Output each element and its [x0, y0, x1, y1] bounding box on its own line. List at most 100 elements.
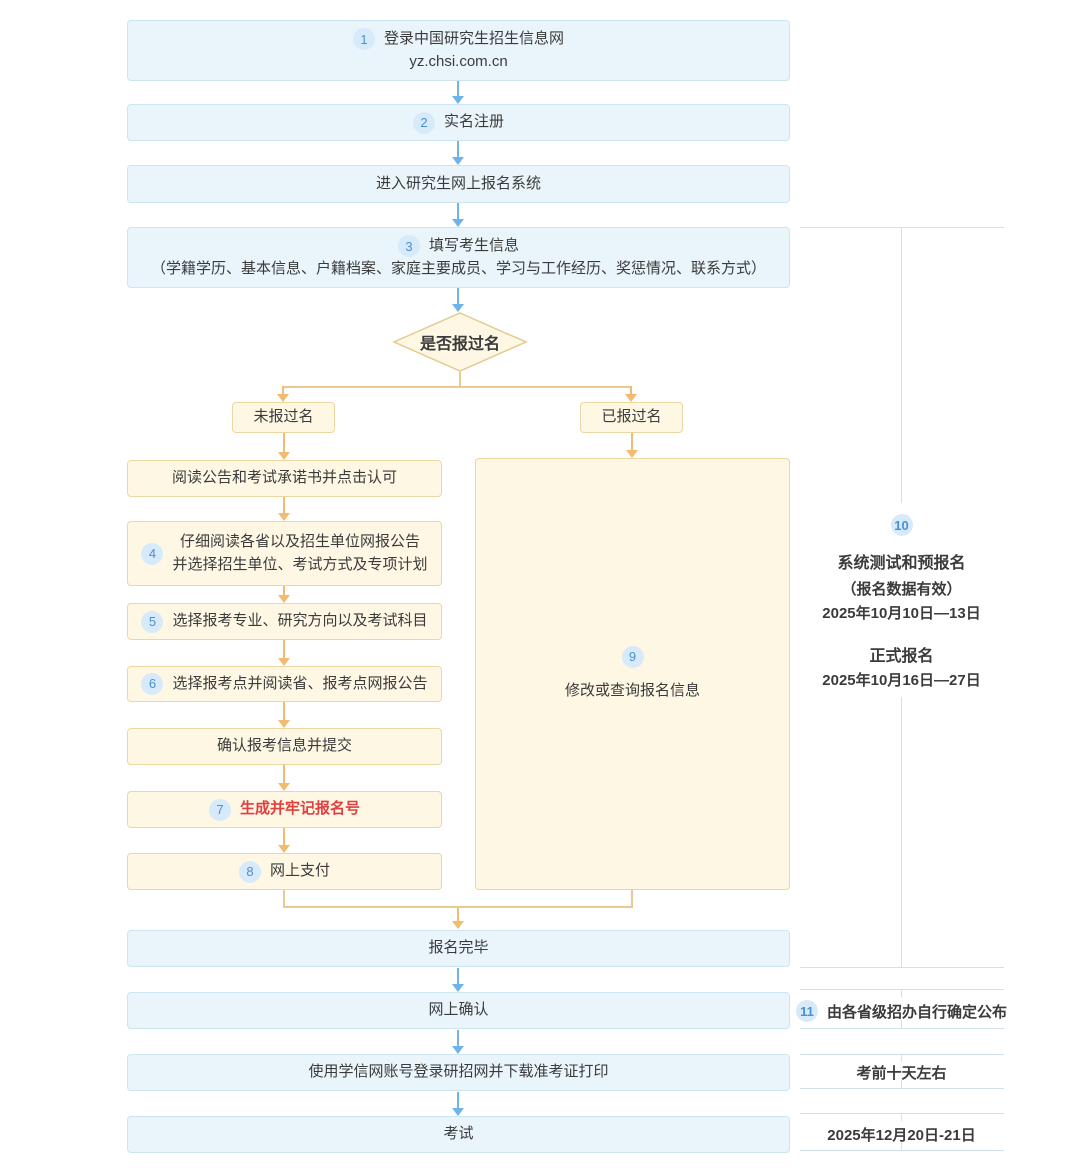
bracket-tick	[901, 989, 902, 997]
step-online-confirm-box: 网上确认	[127, 992, 790, 1029]
flow-arrow	[452, 908, 464, 929]
bracket-line	[800, 1150, 1004, 1151]
bracket-tick	[901, 1020, 902, 1028]
annotation-before-exam-label: 考前十天左右	[856, 1065, 947, 1082]
annotation-official-registration-title: 正式报名	[869, 648, 934, 665]
step-login-label: 登录中国研究生招生信息网	[383, 30, 564, 47]
flow-arrow	[452, 1030, 464, 1054]
branch-not-registered-box: 未报过名	[232, 402, 335, 433]
step-exam-label: 考试	[443, 1125, 474, 1143]
step-read-province-line1: 仔细阅读各省以及招生单位网报公告	[179, 533, 420, 550]
step-download-ticket-box: 使用学信网账号登录研招网并下载准考证打印	[127, 1054, 790, 1091]
step-download-ticket-label: 使用学信网账号登录研招网并下载准考证打印	[308, 1063, 609, 1081]
flow-arrow	[278, 586, 290, 603]
bracket-line	[901, 697, 902, 967]
bracket-tick	[901, 1113, 902, 1121]
connector-line	[283, 890, 285, 908]
branch-registered-label: 已报过名	[601, 408, 662, 426]
annotation-exam-date: 2025年12月20日-21日	[779, 1124, 1024, 1145]
annotation-pre-registration-title: 系统测试和预报名	[837, 555, 966, 572]
flow-arrow	[625, 386, 637, 402]
bracket-tick	[901, 1080, 902, 1088]
flow-arrow	[626, 433, 638, 458]
step-choose-site-box: 6 选择报考点并阅读省、报考点网报公告	[127, 666, 442, 702]
step-7-badge: 7	[208, 798, 231, 821]
bracket-line	[901, 227, 902, 503]
step-remember-number-box: 7 生成并牢记报名号	[127, 791, 442, 828]
step-confirm-submit-label: 确认报考信息并提交	[216, 737, 352, 755]
step-done-label: 报名完毕	[428, 939, 489, 957]
step-enter-system-label: 进入研究生网上报名系统	[375, 174, 541, 192]
annotation-registration-dates: 10 系统测试和预报名 （报名数据有效） 2025年10月10日—13日 正式报…	[779, 514, 1024, 690]
bracket-line	[800, 1088, 1004, 1089]
step-confirm-submit-box: 确认报考信息并提交	[127, 728, 442, 765]
flow-arrow	[278, 828, 290, 853]
step-choose-site-label: 选择报考点并阅读省、报考点网报公告	[172, 674, 428, 692]
bracket-tick	[901, 1054, 902, 1062]
annotation-province-announce: 11 由各省级招办自行确定公布	[779, 1000, 1024, 1022]
bracket-line	[800, 1113, 1004, 1114]
flow-arrow	[452, 81, 464, 104]
step-modify-query-box: 9 修改或查询报名信息	[475, 458, 790, 890]
diamond-shape-icon	[392, 312, 528, 372]
step-register-box: 2 实名注册	[127, 104, 790, 141]
flow-arrow	[452, 968, 464, 992]
step-pay-label: 网上支付	[269, 862, 330, 880]
step-9-badge: 9	[621, 645, 644, 668]
step-1-badge: 1	[352, 28, 375, 51]
step-read-notice-box: 阅读公告和考试承诺书并点击认可	[127, 460, 442, 497]
step-3-badge: 3	[397, 235, 420, 258]
step-read-notice-label: 阅读公告和考试承诺书并点击认可	[171, 469, 397, 487]
branch-not-registered-label: 未报过名	[253, 408, 314, 426]
step-8-badge: 8	[238, 860, 261, 883]
step-exam-box: 考试	[127, 1116, 790, 1153]
decision-label: 是否报过名	[419, 336, 500, 353]
flow-arrow	[452, 1092, 464, 1116]
step-login-url: yz.chsi.com.cn	[409, 52, 508, 70]
step-choose-major-label: 选择报考专业、研究方向以及考试科目	[172, 612, 428, 630]
connector-line	[459, 372, 461, 386]
decision-diamond: 是否报过名	[392, 312, 528, 372]
step-fill-info-label: 填写考生信息	[428, 237, 519, 254]
step-fill-info-box: 3 填写考生信息 （学籍学历、基本信息、户籍档案、家庭主要成员、学习与工作经历、…	[127, 227, 790, 288]
connector-line	[283, 386, 632, 388]
annotation-pre-registration-date: 2025年10月10日—13日	[822, 605, 981, 622]
branch-registered-box: 已报过名	[580, 402, 683, 433]
bracket-line	[800, 1054, 1004, 1055]
flow-arrow	[278, 702, 290, 728]
bracket-line	[800, 989, 1004, 990]
step-choose-major-box: 5 选择报考专业、研究方向以及考试科目	[127, 603, 442, 640]
step-login-box: 1 登录中国研究生招生信息网 yz.chsi.com.cn	[127, 20, 790, 81]
flow-arrow	[278, 497, 290, 521]
annotation-before-exam: 考前十天左右	[779, 1062, 1024, 1083]
bracket-tick	[901, 1142, 902, 1150]
step-4-badge: 4	[141, 542, 164, 565]
bracket-line	[800, 227, 1004, 228]
step-read-province-box: 4 仔细阅读各省以及招生单位网报公告 并选择招生单位、考试方式及专项计划	[127, 521, 442, 586]
step-remember-number-label: 生成并牢记报名号	[239, 800, 360, 818]
step-5-badge: 5	[141, 610, 164, 633]
step-online-confirm-label: 网上确认	[428, 1001, 489, 1019]
bracket-line	[800, 1028, 1004, 1029]
step-read-province-line2: 并选择招生单位、考试方式及专项计划	[172, 555, 428, 573]
flow-arrow	[452, 203, 464, 227]
flow-arrow	[452, 141, 464, 165]
flow-arrow	[452, 288, 464, 312]
flow-arrow	[278, 433, 290, 460]
flow-arrow	[278, 765, 290, 791]
annotation-official-registration-date: 2025年10月16日—27日	[822, 672, 981, 689]
connector-line	[631, 890, 633, 908]
step-done-box: 报名完毕	[127, 930, 790, 967]
connector-line	[283, 906, 633, 908]
step-2-badge: 2	[412, 111, 435, 134]
step-10-badge: 10	[890, 514, 913, 536]
annotation-province-announce-label: 由各省级招办自行确定公布	[826, 1003, 1007, 1021]
step-register-label: 实名注册	[443, 113, 504, 131]
step-11-badge: 11	[795, 1000, 818, 1022]
bracket-line	[800, 967, 1004, 968]
step-enter-system-box: 进入研究生网上报名系统	[127, 165, 790, 203]
step-fill-info-detail: （学籍学历、基本信息、户籍档案、家庭主要成员、学习与工作经历、奖惩情况、联系方式…	[150, 259, 766, 277]
step-modify-query-label: 修改或查询报名信息	[564, 681, 700, 699]
annotation-pre-registration-note: （报名数据有效）	[841, 581, 962, 598]
